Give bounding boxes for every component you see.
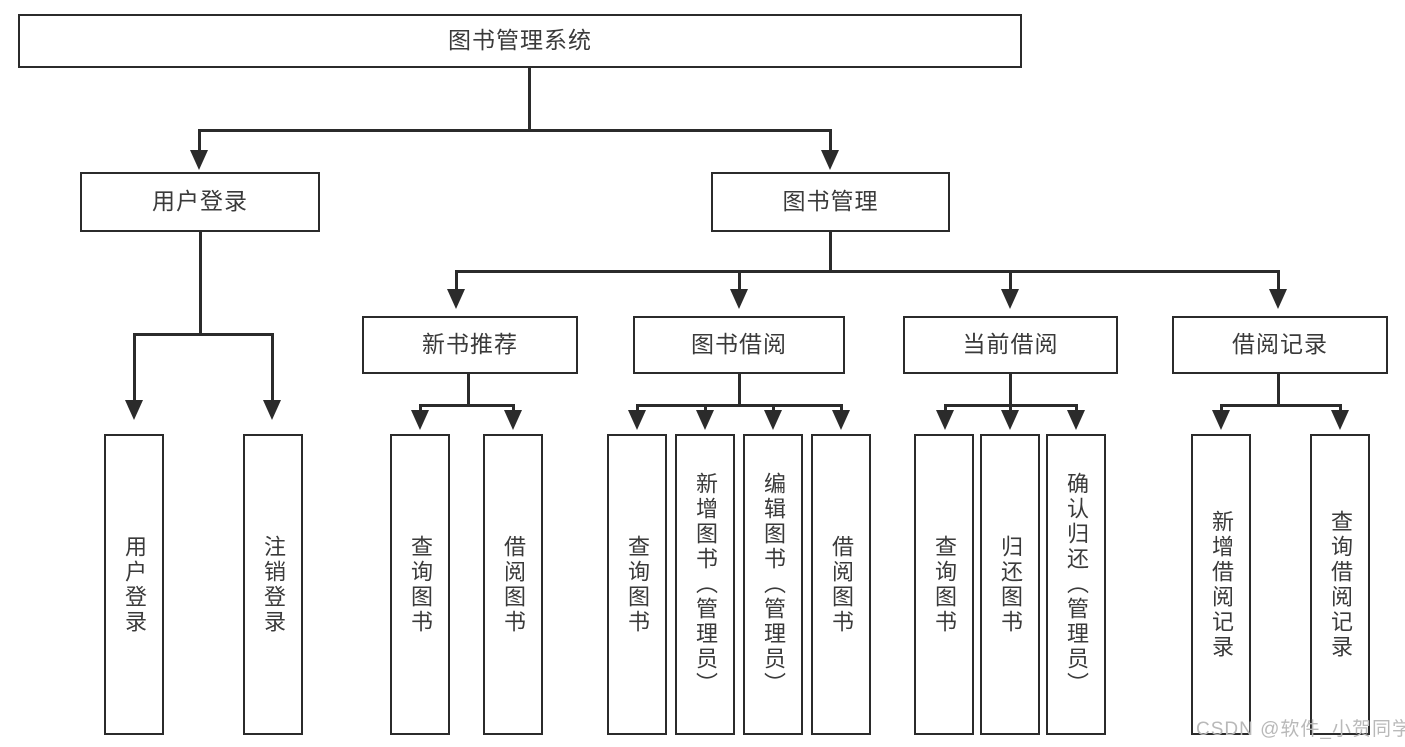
connector-cb-drop-3 [1075,404,1078,414]
arrow-to-leaf-borrow-book-nbr [504,410,522,430]
node-label: 借阅记录 [1232,331,1328,358]
connector-root-to-book-management [829,129,832,154]
connector-bb-drop-2 [704,404,707,414]
connector-br-drop-1 [1220,404,1223,414]
connector-nbr-drop-1 [419,404,422,414]
node-label: 图书管理 [782,188,879,215]
node-borrow-record[interactable]: 借阅记录 [1172,316,1388,374]
connector-bm-drop-3 [1009,270,1012,292]
arrow-to-leaf-confirm-return [1067,410,1085,430]
leaf-query-book-cb[interactable]: 查询图书 [914,434,974,735]
node-label: 编辑图书（管理员） [760,472,786,697]
arrow-to-leaf-query-record [1331,410,1349,430]
node-label: 当前借阅 [962,331,1059,358]
connector-root-stem [528,68,531,131]
connector-book-management-stem [829,232,832,273]
node-label: 查询借阅记录 [1327,509,1353,660]
connector-book-management-bar [455,270,1280,273]
arrow-to-borrow-record [1269,289,1287,309]
node-label: 新书推荐 [422,331,518,358]
connector-user-login-drop-1 [133,333,136,403]
connector-br-drop-2 [1339,404,1342,414]
connector-br-stem [1277,374,1280,406]
connector-bm-drop-1 [455,270,458,292]
arrow-to-leaf-user-login [125,400,143,420]
node-book-management[interactable]: 图书管理 [711,172,950,232]
leaf-query-borrow-record[interactable]: 查询借阅记录 [1310,434,1370,735]
node-label: 用户登录 [152,188,248,215]
connector-nbr-bar [419,404,515,407]
node-label: 归还图书 [997,534,1023,635]
arrow-to-leaf-return-book [1001,410,1019,430]
connector-bm-drop-4 [1277,270,1280,292]
connector-cb-drop-2 [1009,404,1012,414]
connector-bb-drop-4 [840,404,843,414]
node-label: 新增图书（管理员） [692,472,718,697]
leaf-borrow-book-bb[interactable]: 借阅图书 [811,434,871,735]
arrow-to-leaf-logout [263,400,281,420]
leaf-edit-book-admin[interactable]: 编辑图书（管理员） [743,434,803,735]
node-new-book-recommend[interactable]: 新书推荐 [362,316,578,374]
connector-br-bar [1220,404,1342,407]
node-label: 图书管理系统 [448,27,592,54]
arrow-to-book-borrow [730,289,748,309]
node-label: 注销登录 [260,534,286,635]
connector-bb-stem [738,374,741,406]
connector-bb-drop-3 [772,404,775,414]
node-label: 用户登录 [121,534,147,635]
leaf-query-book-bb[interactable]: 查询图书 [607,434,667,735]
node-label: 借阅图书 [828,534,854,635]
arrow-to-leaf-borrow-book-bb [832,410,850,430]
connector-bb-bar [636,404,840,407]
leaf-add-borrow-record[interactable]: 新增借阅记录 [1191,434,1251,735]
node-user-login[interactable]: 用户登录 [80,172,320,232]
connector-nbr-drop-2 [512,404,515,414]
leaf-borrow-book-nbr[interactable]: 借阅图书 [483,434,543,735]
leaf-query-book-nbr[interactable]: 查询图书 [390,434,450,735]
leaf-user-login[interactable]: 用户登录 [104,434,164,735]
node-book-borrow[interactable]: 图书借阅 [633,316,845,374]
connector-bb-drop-1 [636,404,639,414]
node-label: 查询图书 [407,534,433,635]
arrow-to-leaf-add-book [696,410,714,430]
arrow-to-user-login [190,150,208,170]
leaf-confirm-return-admin[interactable]: 确认归还（管理员） [1046,434,1106,735]
arrow-to-leaf-query-book-nbr [411,410,429,430]
node-label: 图书借阅 [691,331,787,358]
node-label: 查询图书 [931,534,957,635]
arrow-to-leaf-query-book-bb [628,410,646,430]
arrow-to-leaf-query-book-cb [936,410,954,430]
connector-user-login-drop-2 [271,333,274,403]
node-root-book-management-system[interactable]: 图书管理系统 [18,14,1022,68]
node-label: 确认归还（管理员） [1063,472,1089,697]
arrow-to-current-borrow [1001,289,1019,309]
node-current-borrow[interactable]: 当前借阅 [903,316,1118,374]
connector-root-to-user-login [198,129,201,154]
leaf-return-book[interactable]: 归还图书 [980,434,1040,735]
connector-root-bar [198,129,832,132]
arrow-to-leaf-add-record [1212,410,1230,430]
connector-user-login-bar [133,333,273,336]
connector-cb-stem [1009,374,1012,406]
leaf-logout[interactable]: 注销登录 [243,434,303,735]
node-label: 查询图书 [624,534,650,635]
arrow-to-leaf-edit-book [764,410,782,430]
node-label: 借阅图书 [500,534,526,635]
arrow-to-book-management [821,150,839,170]
connector-user-login-stem [199,232,202,335]
connector-bm-drop-2 [738,270,741,292]
node-label: 新增借阅记录 [1208,509,1234,660]
arrow-to-new-book-recommend [447,289,465,309]
connector-nbr-stem [467,374,470,406]
leaf-add-book-admin[interactable]: 新增图书（管理员） [675,434,735,735]
csdn-watermark: CSDN @软件_小贺同学 [1196,719,1405,740]
connector-cb-drop-1 [944,404,947,414]
